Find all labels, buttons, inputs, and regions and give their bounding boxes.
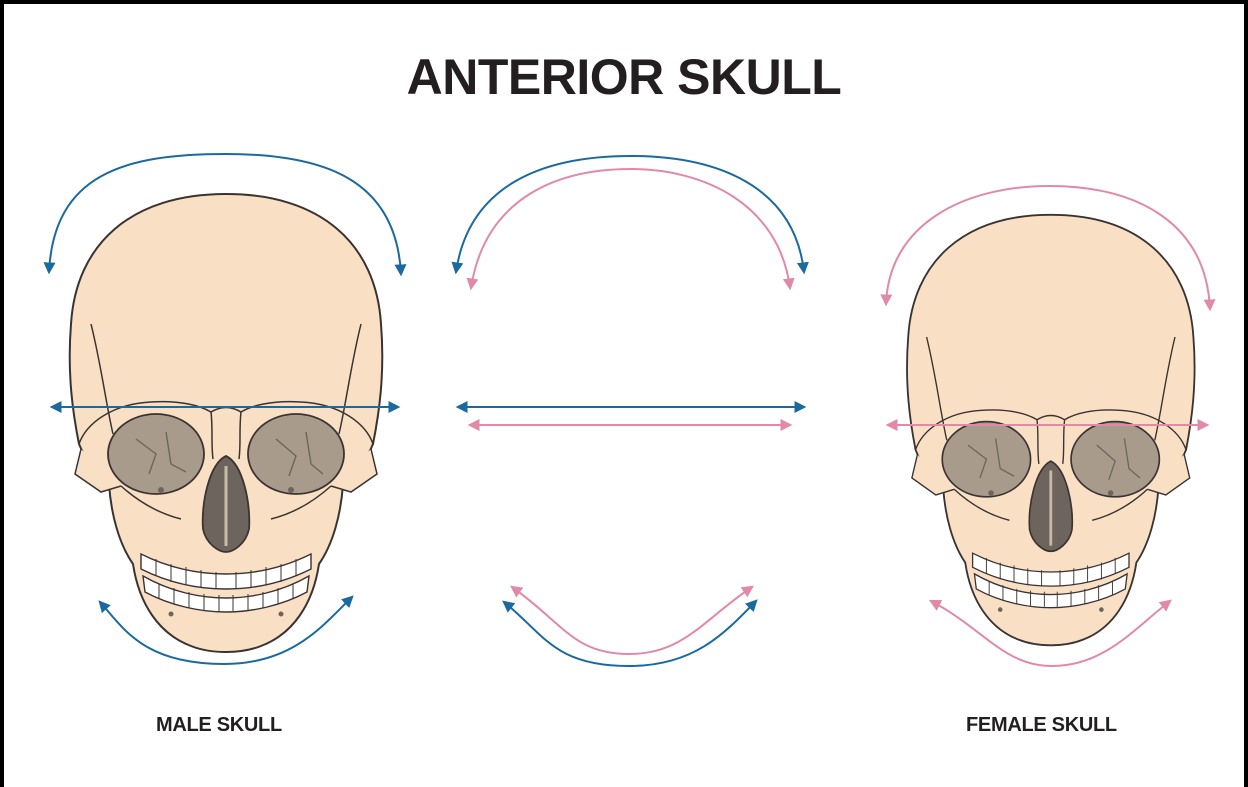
compare-jaw-female-arrow xyxy=(512,587,752,654)
female-skull-label: FEMALE SKULL xyxy=(966,714,1117,737)
comparison-arrows xyxy=(456,156,804,666)
compare-cranium-female-arrow xyxy=(471,169,790,288)
male-skull-illustration xyxy=(70,194,383,652)
male-skull-label: MALE SKULL xyxy=(156,714,282,737)
diagram-canvas xyxy=(4,4,1244,787)
female-skull-illustration xyxy=(907,215,1195,646)
compare-cranium-male-arrow xyxy=(456,156,804,272)
